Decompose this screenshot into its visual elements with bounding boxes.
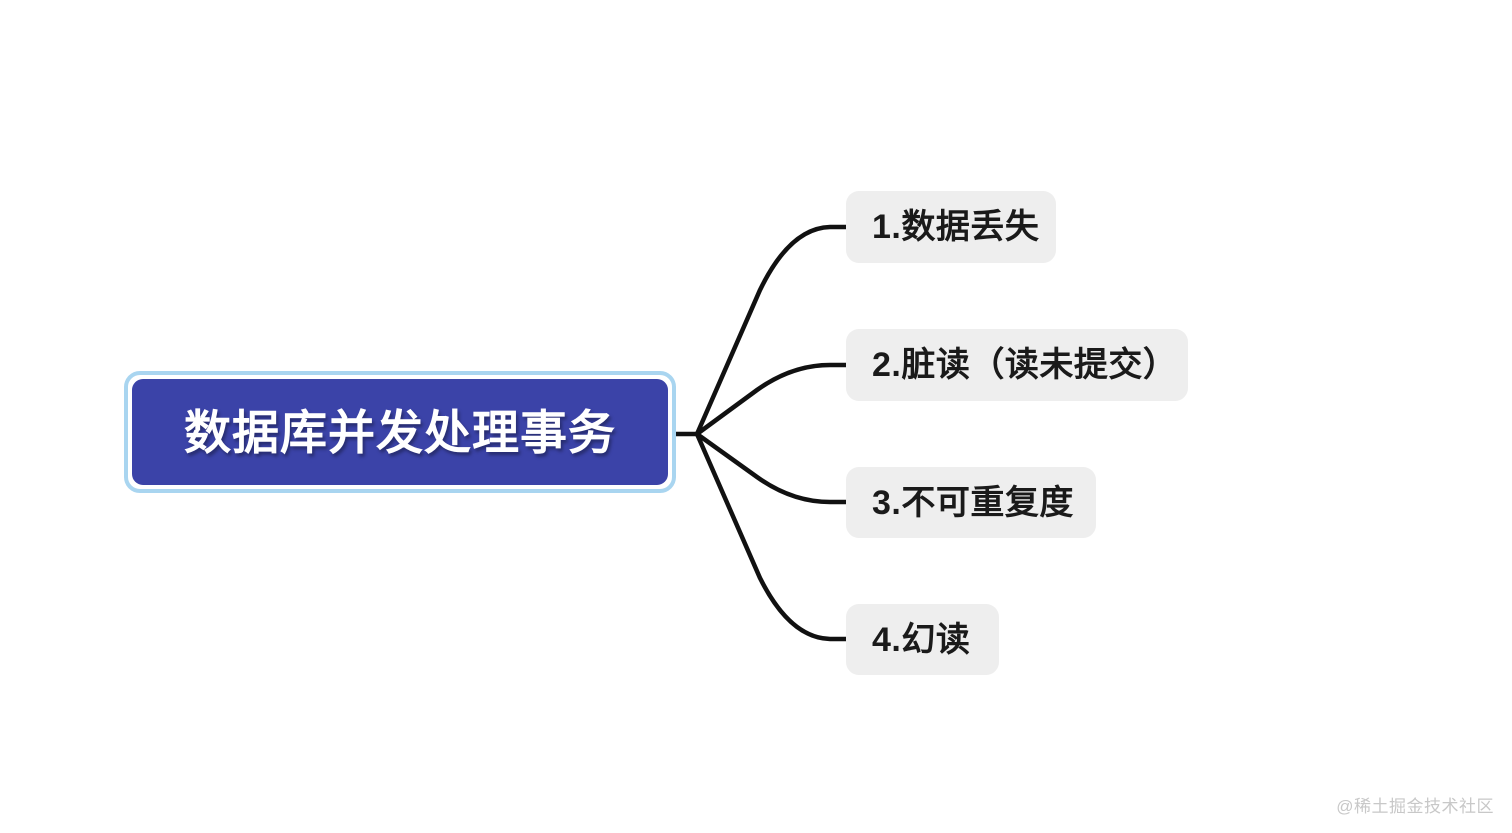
branch-node-label: 3.不可重复度 — [872, 483, 1074, 522]
connector-to-branch-3 — [694, 431, 851, 505]
root-node[interactable]: 数据库并发处理事务 — [124, 371, 676, 493]
connector-to-branch-4 — [694, 431, 851, 642]
branch-node-1[interactable]: 1.数据丢失 — [846, 191, 1056, 263]
connector-to-branch-1 — [694, 224, 851, 437]
branch-node-3[interactable]: 3.不可重复度 — [846, 467, 1096, 538]
branch-node-4[interactable]: 4.幻读 — [846, 604, 999, 675]
branch-node-label: 2.脏读（读未提交） — [872, 346, 1178, 384]
connector-to-branch-2 — [694, 362, 851, 437]
watermark: @稀土掘金技术社区 — [1336, 797, 1494, 816]
branch-node-2[interactable]: 2.脏读（读未提交） — [846, 329, 1188, 401]
branch-node-label: 1.数据丢失 — [872, 208, 1040, 246]
root-node-label: 数据库并发处理事务 — [184, 405, 616, 459]
branch-node-label: 4.幻读 — [872, 620, 971, 659]
root-node-body: 数据库并发处理事务 — [132, 379, 668, 485]
